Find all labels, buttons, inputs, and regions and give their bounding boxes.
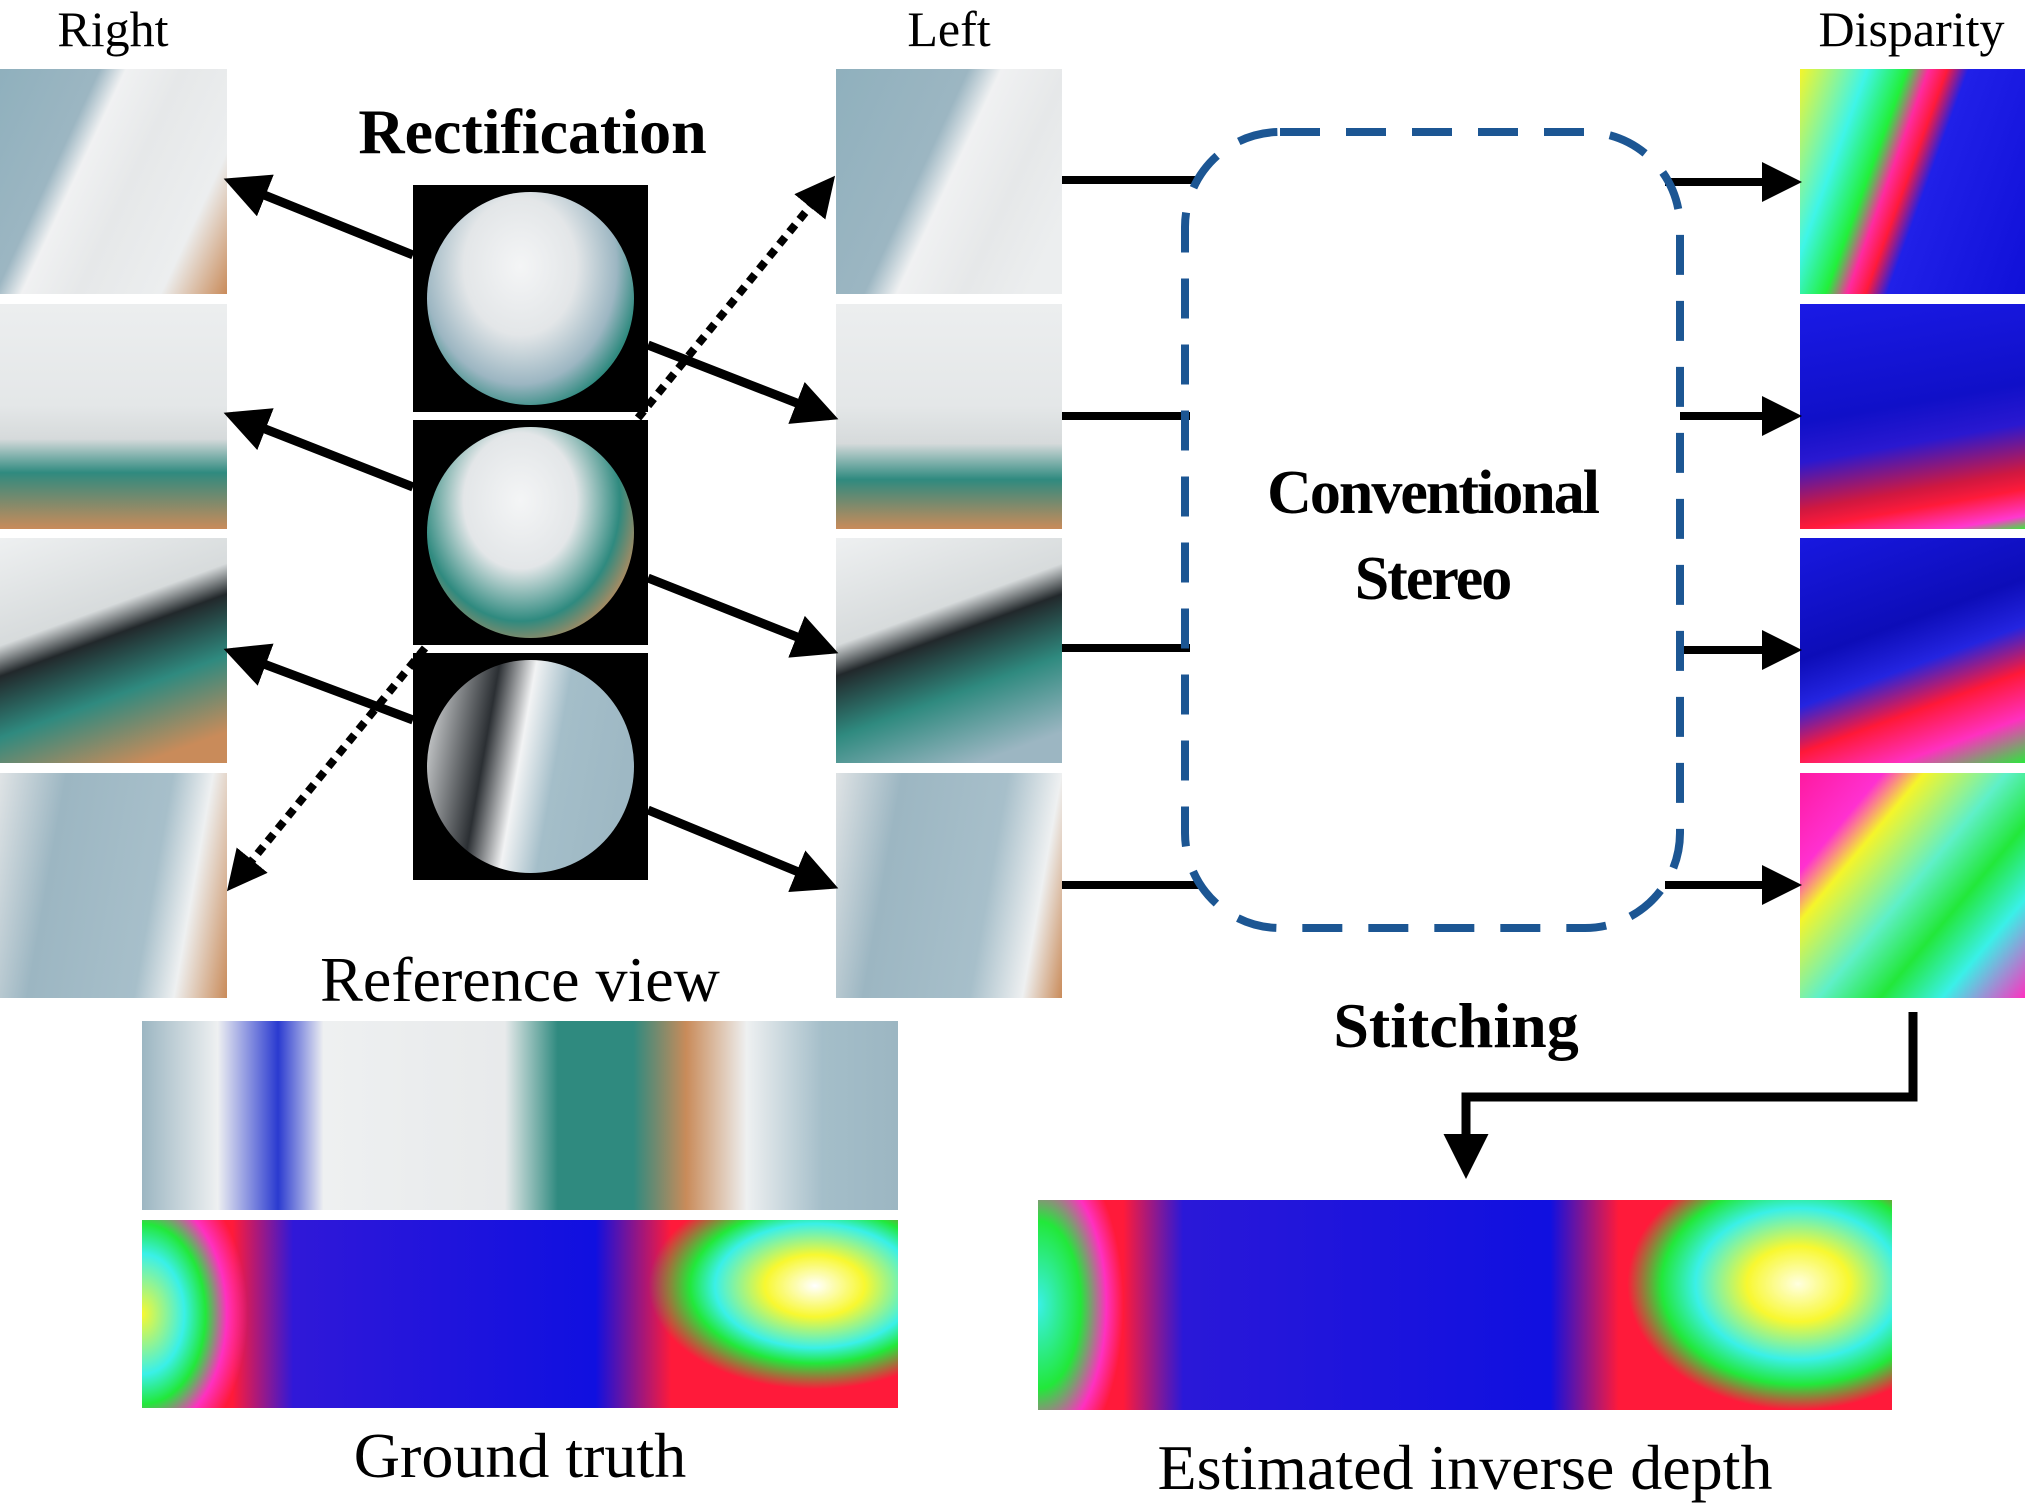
- arrow-fisheye1-to-right1: [223, 174, 415, 260]
- disparity-map-4: [1800, 773, 2025, 998]
- reference-view-image: [142, 1021, 898, 1210]
- fisheye-lens-1: [427, 191, 634, 406]
- arrow-fisheye1-to-left2: [646, 340, 839, 424]
- arrow-fisheye2-to-left3: [646, 573, 839, 658]
- rectification-title: Rectification: [358, 96, 707, 167]
- conventional-stereo-box: [1181, 128, 1684, 932]
- fisheye-image-3: [413, 653, 648, 880]
- dotted-arrow-to-left1: [634, 175, 836, 421]
- ground-truth-image: [142, 1220, 898, 1408]
- conventional-stereo-label-line1: Conventional: [1267, 459, 1600, 527]
- estimated-inverse-depth-label: Estimated inverse depth: [1157, 1432, 1773, 1503]
- ground-truth-label: Ground truth: [353, 1420, 687, 1491]
- right-column-label: Right: [57, 1, 169, 57]
- right-view-4: [0, 773, 227, 998]
- disparity-map-2: [1800, 304, 2025, 529]
- left-view-3: [836, 538, 1062, 763]
- right-view-3: [0, 538, 227, 763]
- conventional-stereo-label-line2: Stereo: [1354, 545, 1513, 613]
- fisheye-image-1: [413, 185, 648, 412]
- disparity-column-label: Disparity: [1818, 1, 2005, 57]
- fisheye-image-2: [413, 420, 648, 645]
- arrow-fisheye2-to-right2: [223, 408, 415, 492]
- fisheye-lens-3: [427, 659, 634, 874]
- reference-view-label: Reference view: [320, 944, 720, 1015]
- left-view-2: [836, 304, 1062, 529]
- arrow-fisheye3-to-right3: [223, 643, 415, 725]
- dotted-arrow-to-right4: [226, 645, 429, 892]
- estimated-inverse-depth-image: [1038, 1200, 1892, 1410]
- left-view-4: [836, 773, 1062, 998]
- left-view-1: [836, 69, 1062, 294]
- fisheye-lens-2: [427, 426, 634, 639]
- left-column-label: Left: [907, 1, 991, 57]
- disparity-map-3: [1800, 538, 2025, 763]
- disparity-map-1: [1800, 69, 2025, 294]
- arrow-fisheye3-to-left4: [646, 805, 839, 893]
- stitching-label: Stitching: [1333, 990, 1579, 1061]
- stitching-arrow: [1443, 1012, 1918, 1179]
- right-view-2: [0, 304, 227, 529]
- right-view-1: [0, 69, 227, 294]
